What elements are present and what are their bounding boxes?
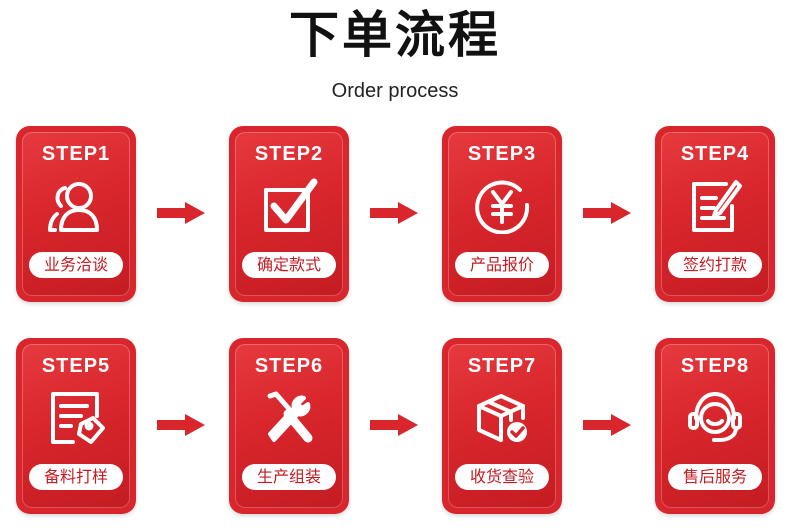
step-card-face: STEP5 备料打样 [22, 344, 130, 508]
headset-icon [688, 392, 742, 442]
contract-sign-icon [692, 180, 742, 232]
step-label: STEP2 [254, 143, 324, 165]
arrow-right-icon [370, 414, 418, 436]
step-name-pill: 生产组装 [242, 464, 336, 490]
arrow-right-icon [583, 414, 631, 436]
step-name-pill: 产品报价 [455, 252, 549, 278]
user-group-icon [48, 182, 99, 232]
page-subtitle: Order process [331, 80, 459, 102]
step-label: STEP3 [467, 143, 537, 165]
arrow-right-icon [157, 202, 205, 224]
page-title: 下单流程 [289, 6, 501, 64]
step-name-pill: 收货查验 [455, 464, 549, 490]
step-card-face: STEP4 签约打款 [661, 132, 769, 296]
wrench-screwdriver-icon [267, 391, 313, 443]
step-card-face: STEP2 确定款式 [235, 132, 343, 296]
step-label: STEP6 [254, 355, 324, 377]
arrow-right-icon [370, 202, 418, 224]
step-label: STEP1 [41, 143, 111, 165]
step-label: STEP8 [680, 355, 750, 377]
step-card-8: STEP8 售后服务 [655, 338, 775, 514]
step-card-6: STEP6 生产组装 [229, 338, 349, 514]
step-name-pill: 备料打样 [29, 464, 123, 490]
step-label: STEP4 [680, 143, 750, 165]
step-card-7: STEP7 收货查验 [442, 338, 562, 514]
step-card-face: STEP7 收货查验 [448, 344, 556, 508]
step-card-2: STEP2 确定款式 [229, 126, 349, 302]
step-card-face: STEP6 生产组装 [235, 344, 343, 508]
checkbox-icon [264, 178, 318, 232]
step-card-face: STEP3 产品报价 [448, 132, 556, 296]
step-card-1: STEP1 业务洽谈 [16, 126, 136, 302]
step-card-4: STEP4 签约打款 [655, 126, 775, 302]
arrow-right-icon [157, 414, 205, 436]
yen-coin-icon [475, 180, 530, 234]
step-name-pill: 售后服务 [668, 464, 762, 490]
step-label: STEP5 [41, 355, 111, 377]
step-card-face: STEP8 售后服务 [661, 344, 769, 508]
document-tag-icon [51, 392, 105, 444]
step-card-5: STEP5 备料打样 [16, 338, 136, 514]
step-name-pill: 业务洽谈 [29, 252, 123, 278]
box-check-icon [477, 394, 527, 442]
step-card-face: STEP1 业务洽谈 [22, 132, 130, 296]
step-name-pill: 签约打款 [668, 252, 762, 278]
step-name-pill: 确定款式 [242, 252, 336, 278]
step-card-3: STEP3 产品报价 [442, 126, 562, 302]
arrow-right-icon [583, 202, 631, 224]
step-label: STEP7 [467, 355, 537, 377]
